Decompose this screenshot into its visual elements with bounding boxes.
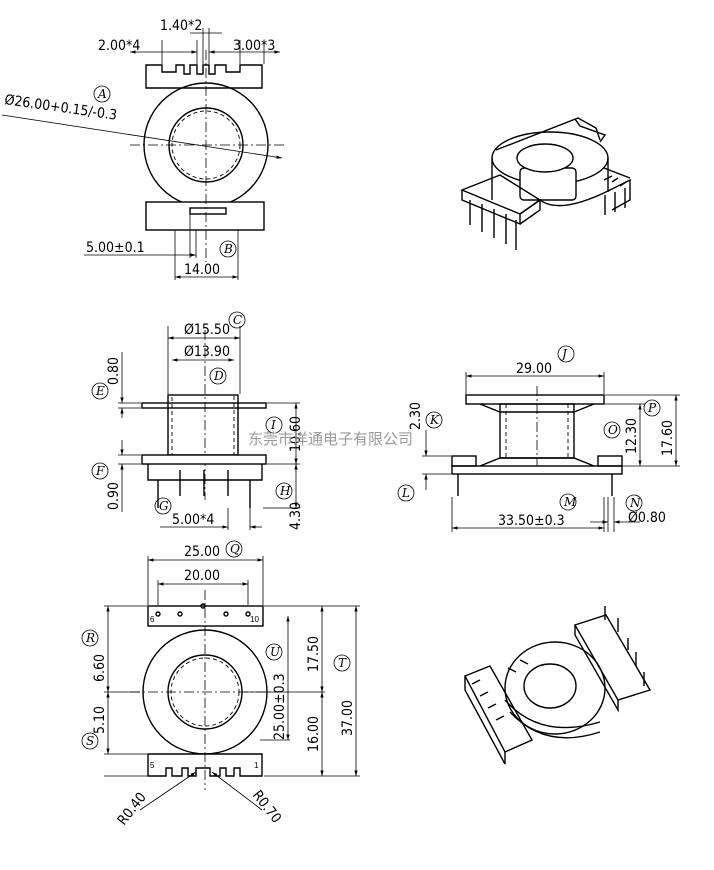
dim-h-1760: 17.60 [660,420,676,456]
dim-w-3350: 33.50±0.3 [498,513,565,529]
label-circle-a [93,85,111,103]
dim-pitch-3x3: 3.00*3 [233,38,275,54]
dim-dia-1390: Ø13.90 [184,344,230,360]
label-k: K [429,413,440,427]
front-top-flange [465,394,605,405]
iso-view-bottom [464,606,652,765]
label-d: D [213,369,224,383]
label-b: B [223,242,233,256]
dim-h-090: 0.90 [106,482,122,510]
dim-h-3700: 37.00 [340,700,356,736]
label-s: S [86,734,94,748]
label-p: P [647,401,657,415]
label-h: H [279,484,291,498]
dim-h-1750: 17.50 [306,636,322,672]
dim-h-1060: 10.60 [288,416,304,452]
side-top-flange [141,402,267,409]
top-view: 2.00*4 1.40*2 3.00*3 Ø26.00+0.15/-0.3 A … [1,18,285,280]
dim-w-25: 25.00 [184,544,220,560]
dim-r-070: R0.70 [249,788,284,827]
side-bottom-flange [141,454,267,465]
dim-h-510: 5.10 [92,706,108,734]
dim-h-1600: 16.00 [306,716,322,752]
label-g: G [159,499,169,513]
dim-w-29: 29.00 [516,361,552,377]
pin-label-5: 5 [150,761,155,770]
dim-pitch-5x4: 5.00*4 [172,512,214,528]
label-l: L [401,486,410,500]
pin-label-10: 10 [250,615,259,624]
bottom-top-flange [147,605,264,627]
label-q: Q [230,542,240,556]
watermark: 东莞市洋通电子有限公司 [248,430,413,448]
dim-w-5: 5.00±0.1 [86,240,145,256]
label-c: C [233,313,242,327]
dim-w-14: 14.00 [184,262,220,278]
dim-h-080: 0.80 [106,357,122,385]
label-r: R [85,631,95,645]
pin-label-1: 1 [254,761,259,770]
label-a: A [97,87,107,101]
dim-h-660: 6.60 [92,654,108,682]
dim-h-430: 4.30 [288,502,304,530]
top-flange [145,64,263,89]
dim-h-2500: 25.00±0.3 [272,673,288,740]
label-f: F [95,464,105,478]
label-i: I [270,418,276,432]
label-e: E [95,384,105,398]
bottom-flange [145,201,265,231]
label-u: U [270,645,281,659]
dim-w-20: 20.00 [184,568,220,584]
dim-h-230: 2.30 [408,402,424,430]
iso-view-top [460,117,631,250]
side-view: Ø15.50 Ø13.90 C D 0.80 E 0.90 F 10.60 I … [91,311,304,530]
front-view: 29.00 J 2.30 K L 12.30 17.60 O P 33.50±0… [397,345,680,532]
label-o: O [608,423,618,437]
label-n: N [629,496,641,510]
center-slot [189,207,227,215]
label-t: T [338,656,347,670]
label-m: M [563,495,577,509]
label-j: J [559,347,568,361]
dim-h-1230: 12.30 [624,418,640,454]
bottom-view: 6 10 5 1 25.00 Q 20.00 6.60 R 5.10 S [81,540,360,829]
pin-label-6: 6 [150,615,155,624]
dim-pitch-2x4: 2.00*4 [98,38,140,54]
dim-dia-1550: Ø15.50 [184,322,230,338]
dim-pitch-140x2: 1.40*2 [160,18,202,34]
dim-dia-080: Ø0.80 [628,510,666,526]
dim-r-040: R0.40 [115,790,150,829]
